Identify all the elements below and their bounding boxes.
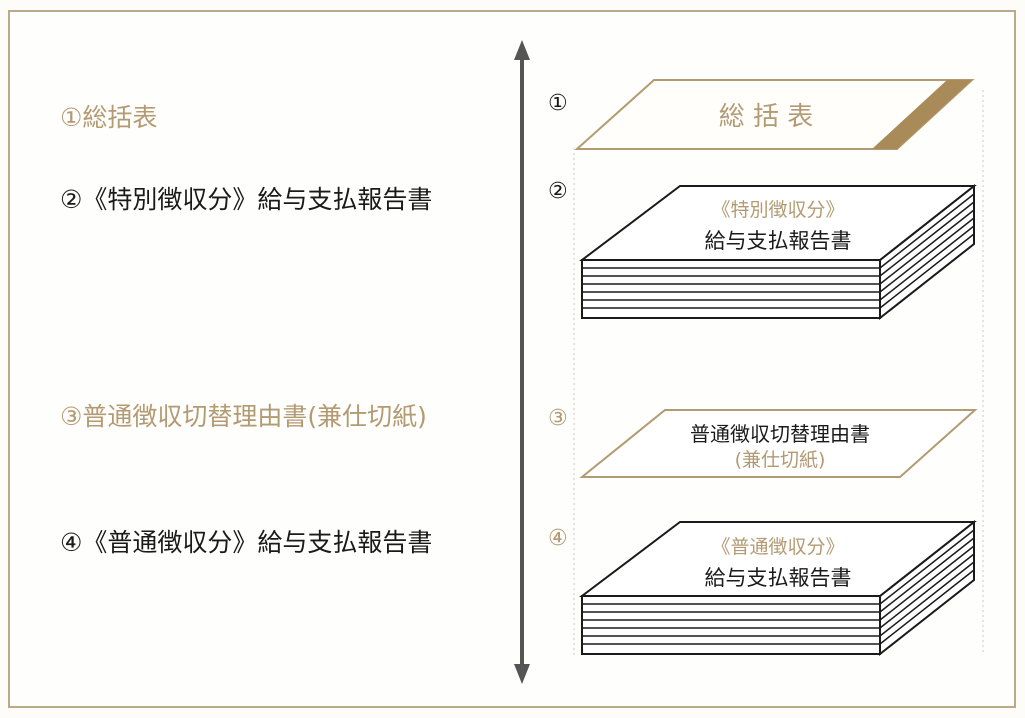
special-stack-subtitle: 《特別徴収分》 — [711, 199, 844, 221]
summary-sheet-label: 総 括 表 — [719, 102, 814, 132]
special-stack-title: 給与支払報告書 — [705, 229, 852, 253]
arrow-up-icon — [514, 40, 530, 60]
reason-sheet: 普通徴収切替理由書 (兼仕切紙) — [579, 409, 978, 478]
summary-sheet: 総 括 表 — [574, 79, 975, 150]
order-arrow — [514, 40, 530, 684]
summary-stripe — [872, 80, 972, 149]
reason-sheet-title: 普通徴収切替理由書 — [690, 422, 870, 446]
normal-stack-subtitle: 《普通徴収分》 — [711, 536, 844, 558]
normal-collection-stack: 《普通徴収分》 給与支払報告書 — [579, 519, 977, 657]
special-collection-stack: 《特別徴収分》 給与支払報告書 — [579, 183, 977, 321]
arrow-down-icon — [514, 664, 530, 684]
guide-lines — [573, 90, 984, 655]
marker-1: ① — [548, 91, 568, 116]
label-normal-collection-report: ④《普通徴収分》給与支払報告書 — [60, 528, 433, 557]
reason-sheet-subtitle: (兼仕切紙) — [735, 449, 826, 471]
marker-4: ④ — [548, 526, 568, 551]
marker-3: ③ — [548, 406, 568, 431]
marker-2: ② — [548, 179, 568, 204]
label-special-collection-report: ②《特別徴収分》給与支払報告書 — [60, 185, 433, 214]
normal-stack-title: 給与支払報告書 — [705, 566, 852, 590]
label-switch-reason-sheet: ③普通徴収切替理由書(兼仕切紙) — [60, 402, 427, 431]
label-summary: ①総括表 — [60, 103, 158, 132]
